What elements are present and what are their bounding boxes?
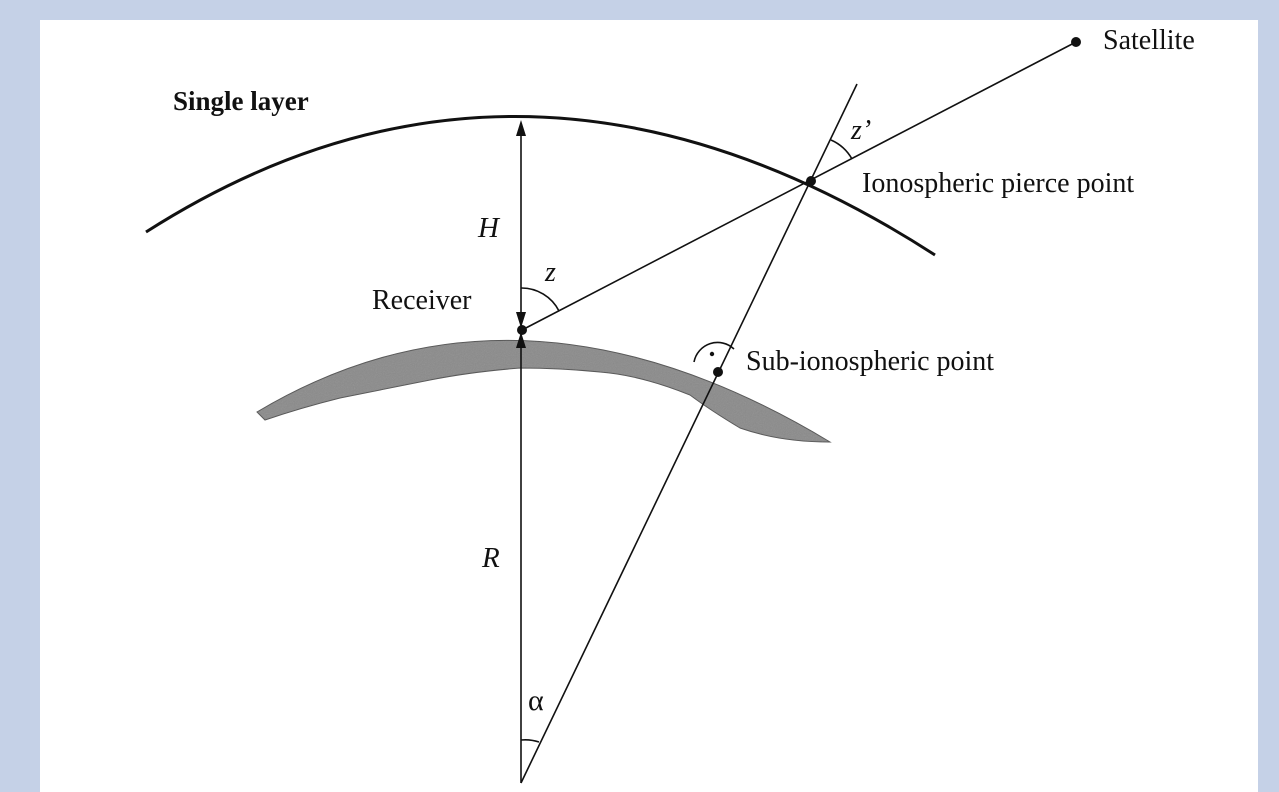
zenith-angle-prime-label: z’ (850, 115, 871, 146)
sub-ionospheric-point (713, 367, 723, 377)
radius-arrowhead (516, 332, 526, 348)
height-label: H (477, 212, 501, 244)
signal-path-line (521, 41, 1077, 331)
right-angle-dot (709, 351, 715, 357)
earth-surface-texture (257, 340, 830, 442)
zenith-angle-label: z (544, 257, 556, 288)
radius-label: R (481, 542, 500, 574)
sub-ionospheric-label: Sub-ionospheric point (746, 346, 994, 377)
ionospheric-pierce-point (806, 176, 816, 186)
receiver-point (517, 325, 527, 335)
ipp-label: Ionospheric pierce point (862, 168, 1134, 199)
diagram-panel (40, 20, 1258, 792)
receiver-label: Receiver (372, 285, 472, 316)
height-arrowhead-top (516, 120, 526, 136)
right-angle-arc (693, 341, 735, 363)
single-layer-label: Single layer (173, 86, 309, 116)
angle-z-arc (520, 287, 560, 312)
alpha-angle-label: α (528, 684, 544, 717)
height-arrowhead-bottom (516, 312, 526, 328)
satellite-point (1071, 37, 1081, 47)
satellite-label: Satellite (1103, 25, 1195, 56)
ionosphere-layer-arc (145, 115, 936, 257)
angle-alpha-arc (520, 738, 540, 743)
angle-z-prime-arc (830, 139, 853, 160)
radial-line-to-ipp (520, 83, 858, 784)
